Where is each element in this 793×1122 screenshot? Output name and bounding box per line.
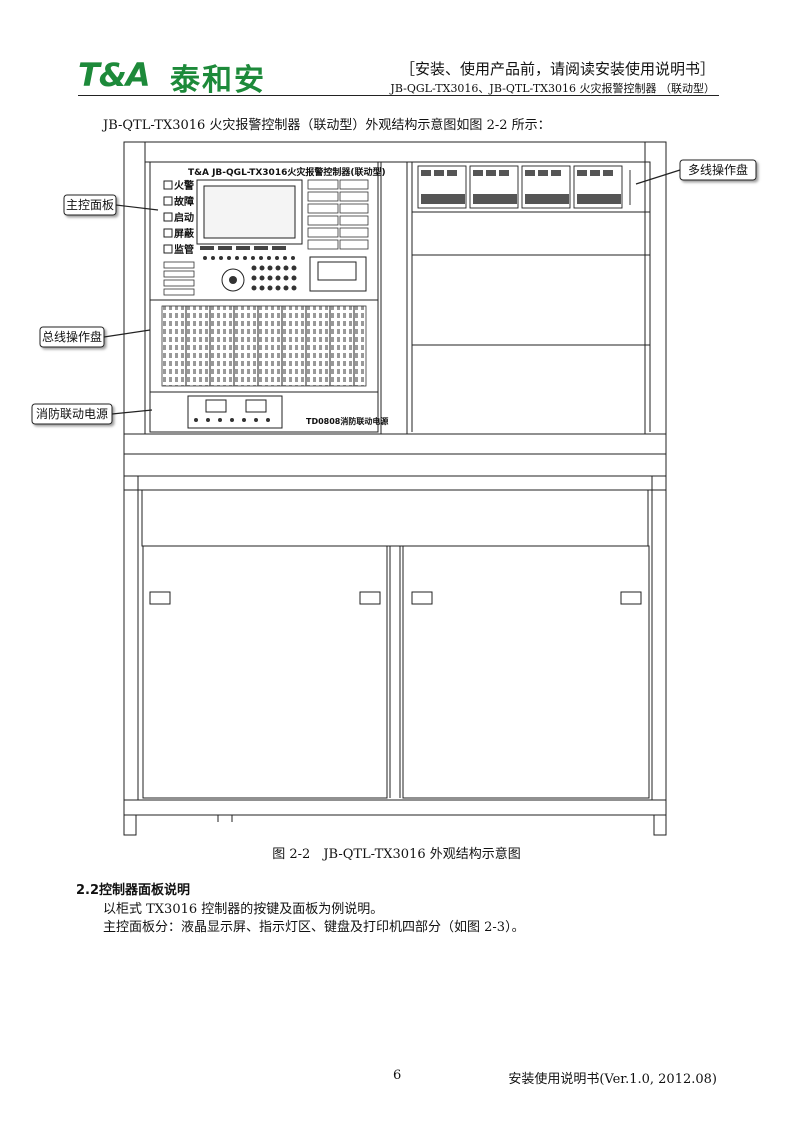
power-unit bbox=[149, 391, 379, 433]
callout-label: 消防联动电源 bbox=[36, 406, 108, 421]
indicator-label: 火警 bbox=[174, 179, 194, 192]
power-model-label: TD0808消防联动电源 bbox=[306, 416, 388, 426]
section-paragraph: 主控面板分：液晶显示屏、指示灯区、键盘及打印机四部分（如图 2-3）。 bbox=[103, 920, 525, 935]
page-number: 6 bbox=[393, 1068, 402, 1083]
left-door bbox=[142, 545, 388, 799]
right-door bbox=[402, 545, 650, 799]
section-paragraph: 以柜式 TX3016 控制器的按键及面板为例说明。 bbox=[103, 902, 384, 917]
logo-chinese-name: 泰和安 bbox=[170, 63, 266, 98]
figure-caption: 图 2-2 JB-QTL-TX3016 外观结构示意图 bbox=[272, 847, 521, 862]
printer bbox=[309, 256, 367, 292]
door-handle bbox=[359, 591, 381, 605]
callout-label: 多线操作盘 bbox=[688, 162, 748, 177]
indicator-label: 启动 bbox=[174, 211, 194, 224]
header-title: ［安装、使用产品前，请阅读安装使用说明书］ bbox=[399, 60, 715, 78]
callout-label: 主控面板 bbox=[66, 198, 114, 212]
device-brand-title: T&A JB-QGL-TX3016火灾报警控制器(联动型) bbox=[188, 166, 386, 178]
drawer bbox=[141, 489, 649, 547]
door-handle bbox=[620, 591, 642, 605]
footer-doc-info: 安装使用说明书(Ver.1.0, 2012.08) bbox=[508, 1072, 717, 1087]
header-subtitle: JB-QGL-TX3016、JB-QTL-TX3016 火灾报警控制器 （联动型… bbox=[390, 82, 715, 95]
header-rule bbox=[78, 95, 719, 96]
indicator-label: 监管 bbox=[174, 243, 194, 256]
indicator-label: 屏蔽 bbox=[173, 227, 195, 240]
indicator-label: 故障 bbox=[174, 195, 194, 208]
door-handle bbox=[411, 591, 433, 605]
intro-paragraph: JB-QTL-TX3016 火灾报警控制器（联动型）外观结构示意图如图 2-2 … bbox=[103, 118, 551, 133]
door-handle bbox=[149, 591, 171, 605]
section-title: 2.2控制器面板说明 bbox=[76, 883, 191, 898]
callout-label: 总线操作盘 bbox=[42, 329, 102, 344]
multi-line-panel bbox=[411, 161, 651, 213]
lcd-screen bbox=[196, 179, 303, 245]
logo-mark: T&A bbox=[78, 56, 150, 94]
